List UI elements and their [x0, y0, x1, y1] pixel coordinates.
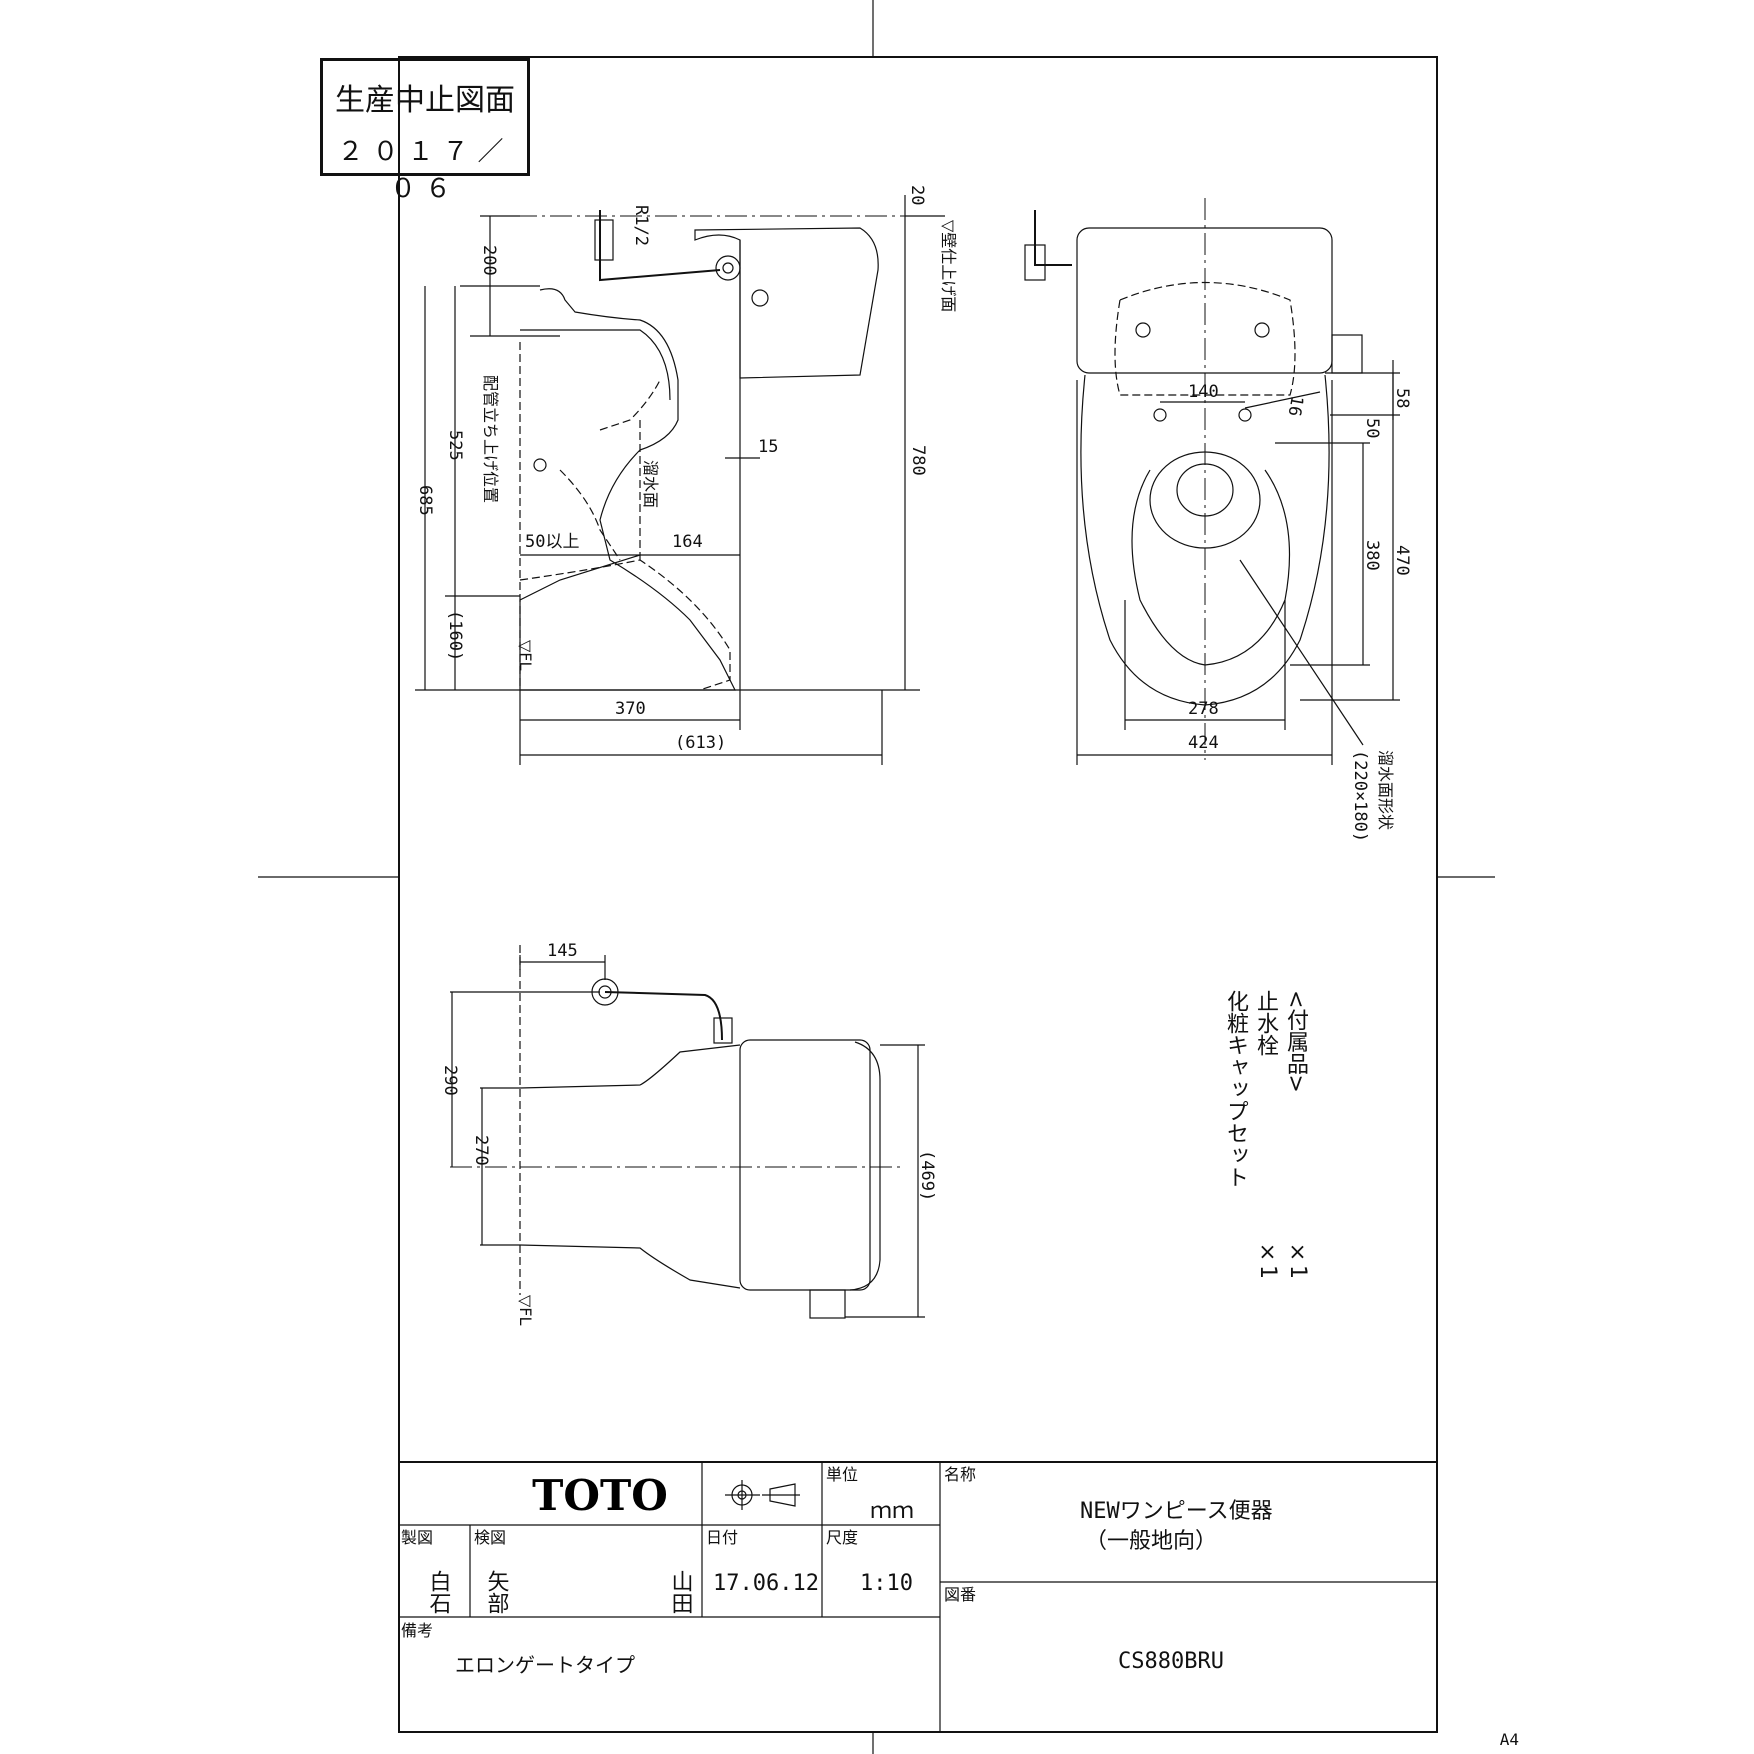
drawing-number: CS880BRU	[1118, 1649, 1224, 1674]
accessories-list: <付属品> 止水栓 化粧キャップセット	[1220, 990, 1310, 1188]
date-value: 17.06.12	[713, 1571, 819, 1596]
paper-size: A4	[1499, 1730, 1519, 1749]
name-line1: NEWワンピース便器	[1080, 1499, 1273, 1524]
dim-15: 15	[758, 437, 778, 457]
floor-level-label: ▽FL	[516, 640, 535, 671]
checked-value2: 山田	[668, 1570, 693, 1614]
date-label: 日付	[706, 1528, 738, 1547]
name-label: 名称	[944, 1465, 976, 1484]
dim-164: 164	[672, 532, 703, 552]
dim-20: 20	[907, 185, 927, 205]
notes-value: エロンゲートタイプ	[455, 1653, 635, 1677]
dim-469: (469)	[917, 1150, 937, 1201]
dim-50-top: 50	[1362, 418, 1382, 438]
drawn-value: 白石	[426, 1570, 452, 1614]
accessory-item-1: 止水栓	[1253, 990, 1278, 1056]
checked-label: 検図	[474, 1528, 506, 1547]
notes-label: 備考	[401, 1621, 433, 1640]
dim-140: 140	[1188, 382, 1219, 402]
dim-58: 58	[1392, 388, 1412, 408]
dim-278: 278	[1188, 699, 1219, 719]
dim-780: 780	[908, 445, 928, 476]
dim-160: (160)	[445, 610, 465, 661]
dim-380: 380	[1362, 540, 1382, 571]
accessory-qty-2: ×1	[1255, 1240, 1280, 1279]
title-block: TOTO 単位 ｍｍ 名称 NEWワンピース便器 （一般地向） 製図 白石 検図…	[398, 1461, 1438, 1733]
number-label: 図番	[944, 1585, 976, 1604]
back-view: 145 290 270 (469) ▽FL	[440, 941, 937, 1326]
water-surface-label: 溜水面	[641, 460, 660, 508]
stamp-date: ２０１７／０６	[337, 137, 513, 204]
dim-525: 525	[445, 430, 465, 461]
wall-finish-label: ▽壁仕上げ面	[939, 220, 958, 312]
maker-logo: TOTO	[532, 1471, 668, 1520]
water-shape-size: (220×180)	[1350, 750, 1370, 842]
dim-200: 200	[479, 245, 499, 276]
dim-613: (613)	[675, 733, 726, 753]
scale-value: 1:10	[860, 1571, 913, 1596]
drawn-label: 製図	[401, 1528, 433, 1547]
dim-424: 424	[1188, 733, 1219, 753]
dim-290: 290	[440, 1065, 460, 1096]
accessory-item-2: 化粧キャップセット	[1223, 990, 1248, 1188]
floor-level-label-back: ▽FL	[516, 1295, 535, 1326]
dim-370: 370	[615, 699, 646, 719]
dim-685: 685	[415, 485, 435, 516]
dim-thread: R1/2	[631, 205, 651, 246]
dim-145: 145	[547, 941, 578, 961]
stamp-title: 生産中止図面	[335, 83, 515, 118]
name-line2: （一般地向）	[1085, 1529, 1217, 1554]
dim-270: 270	[471, 1135, 491, 1166]
top-view: 140 16 58 50 380 470 278 424 溜水面形状 (220×…	[1024, 198, 1412, 842]
side-view: R1/2 20 ▽壁仕上げ面 200 配管立ち上げ位置 525 685 (160…	[415, 185, 958, 765]
dim-50-over: 50以上	[525, 532, 579, 552]
checked-value1: 矢部	[484, 1570, 510, 1614]
dim-470: 470	[1392, 545, 1412, 576]
dim-16: 16	[1284, 394, 1307, 418]
accessories-heading: <付属品>	[1283, 990, 1308, 1093]
accessory-quantities: ×1 ×1	[1252, 1240, 1312, 1279]
pipe-height-label: 配管立ち上げ位置	[481, 375, 500, 503]
water-shape-label: 溜水面形状	[1376, 750, 1395, 830]
scale-label: 尺度	[826, 1528, 858, 1547]
unit-label: 単位	[826, 1465, 858, 1484]
unit-value: ｍｍ	[870, 1499, 914, 1524]
accessory-qty-1: ×1	[1285, 1240, 1310, 1279]
discontinued-stamp: 生産中止図面 ２０１７／０６	[320, 58, 530, 204]
